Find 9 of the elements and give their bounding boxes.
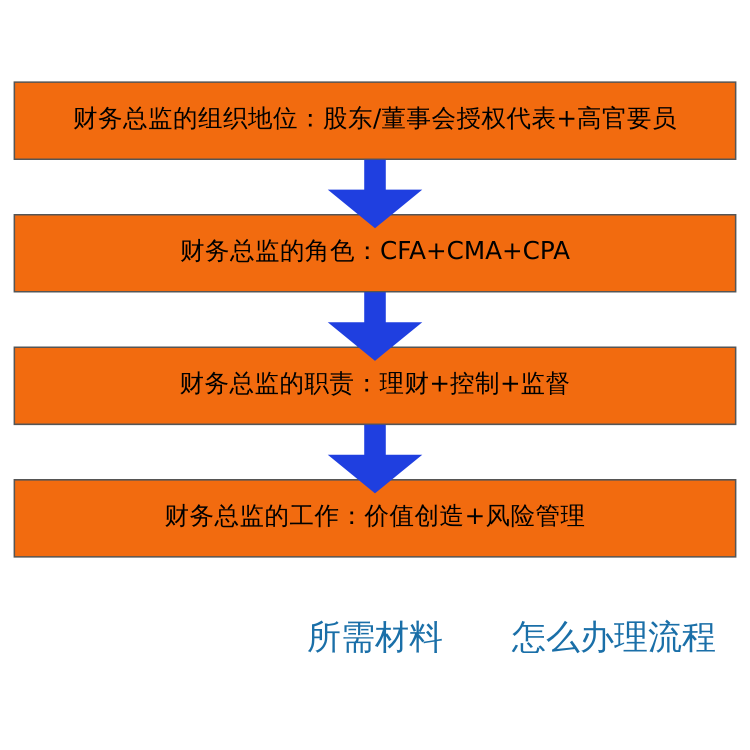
arrow bbox=[328, 160, 422, 228]
node-box: 财务总监的职责：理财+控制+监督 bbox=[14, 346, 736, 426]
node-box: 财务总监的组织地位：股东/董事会授权代表+高官要员 bbox=[14, 81, 736, 160]
node-box: 财务总监的角色：CFA+CMA+CPA bbox=[14, 214, 736, 293]
node-box: 财务总监的工作：价值创造+风险管理 bbox=[14, 479, 736, 558]
arrow bbox=[328, 292, 422, 361]
arrow bbox=[328, 424, 422, 494]
label: 怎么办理流程 bbox=[512, 618, 716, 657]
label: 所需材料 bbox=[307, 618, 443, 657]
